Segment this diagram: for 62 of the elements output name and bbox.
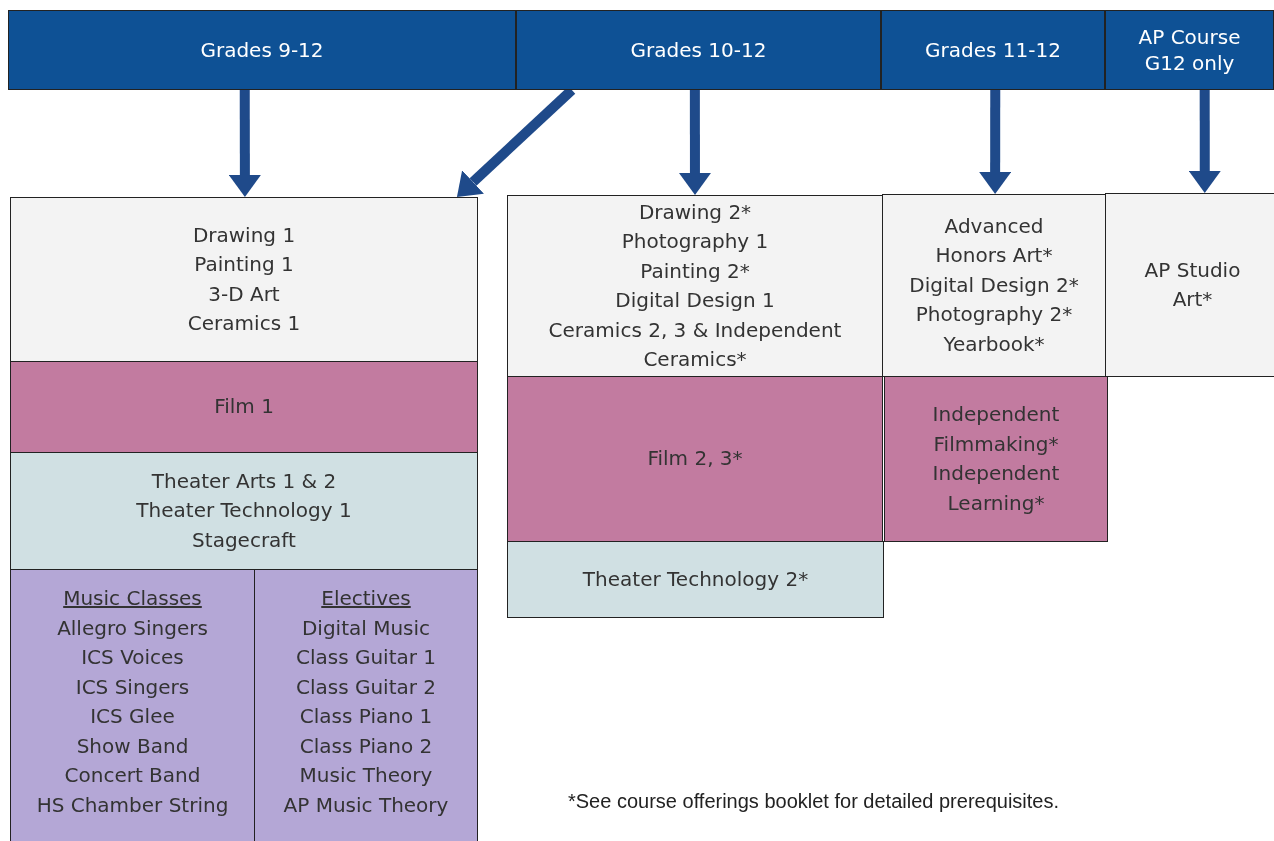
header-text: Grades 10-12 xyxy=(630,37,767,63)
course-name: Painting 1 xyxy=(194,251,294,278)
course-name: ICS Voices xyxy=(81,644,184,671)
course-box xyxy=(1105,193,1274,377)
column-heading: Music Classes xyxy=(63,585,202,612)
course-name: Photography 1 xyxy=(621,228,769,255)
course-name: Digital Music xyxy=(301,614,431,642)
course-name: Photography 2* xyxy=(915,301,1073,329)
course-box xyxy=(10,452,478,570)
course-name: Class Guitar 2 xyxy=(295,673,437,701)
header-text: Grades 11-12 xyxy=(925,37,1061,63)
course-name: Music Theory xyxy=(299,762,433,789)
grade-header xyxy=(8,10,516,90)
arrow xyxy=(1188,90,1221,193)
column-heading: Electives xyxy=(321,585,411,612)
grade-header xyxy=(516,10,881,90)
course-name: Advanced Honors Art* xyxy=(934,212,1054,270)
course-name: Drawing 2* xyxy=(638,198,752,226)
course-name: Concert Band xyxy=(64,762,201,789)
course-name: Ceramics 2, 3 & Independent Ceramics* xyxy=(547,316,843,373)
course-name: Independent Filmmaking* xyxy=(931,401,1061,458)
course-name: Digital Design 2* xyxy=(909,271,1079,299)
course-name: Digital Design 1 xyxy=(615,287,775,314)
course-name: Stagecraft xyxy=(192,526,296,554)
course-box xyxy=(254,569,478,841)
course-box xyxy=(10,569,255,841)
grade-header xyxy=(1105,10,1274,90)
course-name: Theater Technology 1 xyxy=(136,497,352,525)
course-box xyxy=(10,361,478,453)
arrow xyxy=(678,90,711,195)
grade-header xyxy=(881,10,1105,90)
header-text: AP Course G12 only xyxy=(1137,24,1242,76)
course-box xyxy=(507,376,883,542)
course-name: ICS Singers xyxy=(75,673,190,701)
course-box xyxy=(507,541,884,618)
header-text: Grades 9-12 xyxy=(200,37,324,63)
course-name: Yearbook* xyxy=(943,330,1045,358)
course-name: Allegro Singers xyxy=(57,614,208,642)
course-name: Film 2, 3* xyxy=(647,445,743,473)
course-name: AP Music Theory xyxy=(283,791,449,819)
course-box xyxy=(507,195,883,377)
course-name: Class Piano 2 xyxy=(299,732,433,760)
course-name: Theater Technology 2* xyxy=(582,565,809,593)
course-name: 3-D Art xyxy=(208,280,280,308)
course-name: Painting 2* xyxy=(640,257,750,285)
course-name: HS Chamber String xyxy=(36,791,229,819)
course-name: Film 1 xyxy=(214,393,274,421)
course-name: ICS Glee xyxy=(90,703,175,730)
course-name: Drawing 1 xyxy=(192,221,296,249)
course-name: Class Guitar 1 xyxy=(295,644,437,671)
course-box xyxy=(884,376,1108,542)
course-name: AP Studio Art* xyxy=(1143,256,1242,313)
course-box xyxy=(10,197,478,362)
course-name: Independent Learning* xyxy=(931,460,1061,517)
course-name: Show Band xyxy=(76,732,189,760)
course-name: Theater Arts 1 & 2 xyxy=(151,467,337,495)
arrow xyxy=(228,90,261,197)
course-name: Ceramics 1 xyxy=(187,310,301,337)
course-name: Class Piano 1 xyxy=(299,703,433,730)
arrow xyxy=(979,90,1012,194)
footnote: *See course offerings booklet for detailed prerequisites. xyxy=(568,790,1060,813)
course-box xyxy=(882,194,1106,377)
